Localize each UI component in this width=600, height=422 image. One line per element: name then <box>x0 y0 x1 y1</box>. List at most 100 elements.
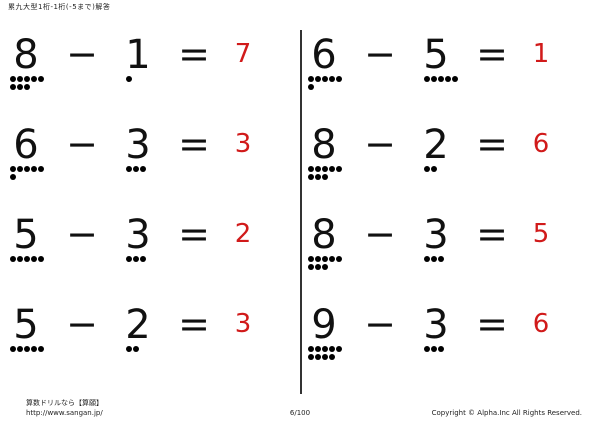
problem-item: 8−3=5 <box>306 212 586 282</box>
count-dot <box>329 166 335 172</box>
count-dot <box>10 76 16 82</box>
operand-a: 5 <box>13 302 39 348</box>
answer: 6 <box>532 129 550 159</box>
problem-item: 5−2=3 <box>8 302 288 372</box>
count-dot <box>31 166 37 172</box>
problem-item: 5−3=2 <box>8 212 288 282</box>
count-dot <box>10 346 16 352</box>
minus-sign: − <box>66 212 98 256</box>
count-dot <box>438 346 444 352</box>
count-dot <box>133 166 139 172</box>
count-dot <box>10 166 16 172</box>
count-dot <box>17 256 23 262</box>
count-dot <box>133 346 139 352</box>
count-dot <box>17 346 23 352</box>
operand-a: 6 <box>13 122 39 168</box>
count-dot <box>126 76 132 82</box>
minus-sign: − <box>66 302 98 346</box>
minus-sign: − <box>364 302 396 346</box>
count-dot <box>424 76 430 82</box>
count-dot <box>31 256 37 262</box>
count-dot <box>329 346 335 352</box>
counting-dots <box>424 76 464 98</box>
count-dot <box>24 166 30 172</box>
count-dot <box>24 256 30 262</box>
operand-b: 3 <box>125 212 151 258</box>
answer: 2 <box>234 219 252 249</box>
count-dot <box>17 76 23 82</box>
page-number: 6/100 <box>289 409 311 417</box>
footer-left: 算数ドリルなら【算願】 http://www.sangan.jp/ <box>26 398 103 418</box>
count-dot <box>38 166 44 172</box>
problem-item: 9−3=6 <box>306 302 586 372</box>
count-dot <box>38 256 44 262</box>
operand-b: 2 <box>125 302 151 348</box>
counting-dots <box>308 166 348 188</box>
operand-b: 5 <box>423 32 449 78</box>
equals-sign: = <box>476 212 508 256</box>
site-url[interactable]: http://www.sangan.jp/ <box>26 409 103 417</box>
operand-b: 3 <box>423 212 449 258</box>
count-dot <box>140 166 146 172</box>
counting-dots <box>424 346 464 368</box>
counting-dots <box>424 166 464 188</box>
problem-item: 8−1=7 <box>8 32 288 102</box>
count-dot <box>315 166 321 172</box>
count-dot <box>322 76 328 82</box>
minus-sign: − <box>364 122 396 166</box>
operand-a: 8 <box>311 122 337 168</box>
counting-dots <box>126 256 166 278</box>
count-dot <box>126 256 132 262</box>
count-dot <box>424 256 430 262</box>
count-dot <box>452 76 458 82</box>
counting-dots <box>424 256 464 278</box>
minus-sign: − <box>364 32 396 76</box>
operand-a: 6 <box>311 32 337 78</box>
count-dot <box>431 256 437 262</box>
problem-item: 6−3=3 <box>8 122 288 192</box>
operand-b: 3 <box>423 302 449 348</box>
problem-item: 8−2=6 <box>306 122 586 192</box>
equals-sign: = <box>178 32 210 76</box>
equals-sign: = <box>178 212 210 256</box>
count-dot <box>322 264 328 270</box>
answer: 3 <box>234 129 252 159</box>
count-dot <box>431 346 437 352</box>
problem-item: 6−5=1 <box>306 32 586 102</box>
operand-a: 8 <box>13 32 39 78</box>
operand-b: 3 <box>125 122 151 168</box>
count-dot <box>38 346 44 352</box>
count-dot <box>31 76 37 82</box>
count-dot <box>10 256 16 262</box>
operand-b: 2 <box>423 122 449 168</box>
count-dot <box>10 84 16 90</box>
count-dot <box>308 166 314 172</box>
counting-dots <box>126 76 166 98</box>
counting-dots <box>126 346 166 368</box>
count-dot <box>10 174 16 180</box>
count-dot <box>445 76 451 82</box>
count-dot <box>336 166 342 172</box>
count-dot <box>308 354 314 360</box>
count-dot <box>24 76 30 82</box>
count-dot <box>438 256 444 262</box>
count-dot <box>24 84 30 90</box>
equals-sign: = <box>178 122 210 166</box>
count-dot <box>329 256 335 262</box>
count-dot <box>431 76 437 82</box>
count-dot <box>336 346 342 352</box>
counting-dots <box>308 256 348 278</box>
count-dot <box>315 354 321 360</box>
operand-b: 1 <box>125 32 151 78</box>
counting-dots <box>10 256 50 278</box>
count-dot <box>336 256 342 262</box>
operand-a: 8 <box>311 212 337 258</box>
count-dot <box>126 166 132 172</box>
count-dot <box>17 84 23 90</box>
counting-dots <box>308 346 348 368</box>
count-dot <box>308 264 314 270</box>
counting-dots <box>308 76 348 98</box>
count-dot <box>322 354 328 360</box>
answer: 5 <box>532 219 550 249</box>
count-dot <box>336 76 342 82</box>
